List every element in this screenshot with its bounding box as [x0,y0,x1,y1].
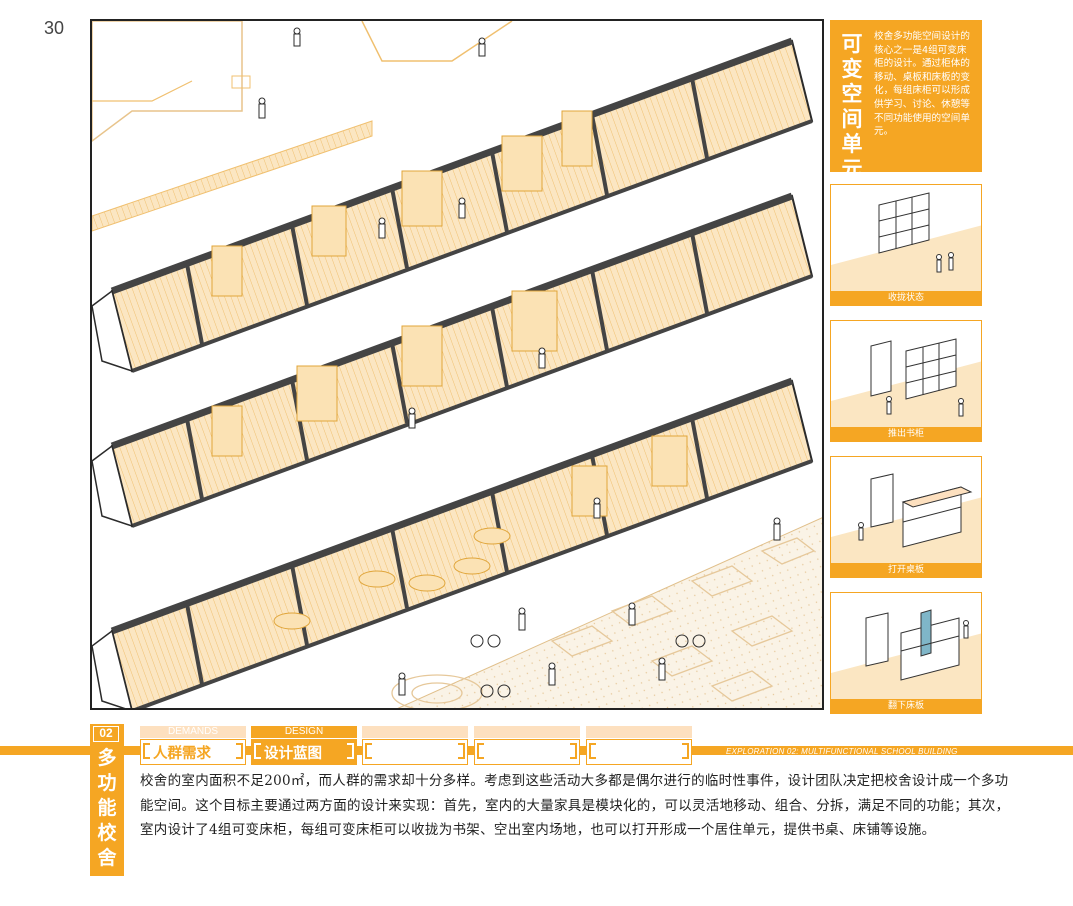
tab-empty-5[interactable] [586,739,692,765]
tab-empty-3[interactable] [362,739,468,765]
bicycles [470,634,706,698]
bracket-right [236,743,243,759]
isometric-illustration [90,19,824,710]
concept-title: 可变空间单元 [841,32,863,181]
panel-desk-diagram [831,473,981,565]
bracket-right [570,743,577,759]
concept-text: 校舍多功能空间设计的核心之一是4组可变床柜的设计。通过柜体的移动、桌板和床板的变… [874,31,970,138]
bracket-left [365,743,372,759]
site-context-top [92,21,513,232]
building-slice-bottom [92,377,814,708]
tab-design-label: 设计蓝图 [264,746,322,762]
page-number: 30 [44,18,65,38]
bracket-right [458,743,465,759]
panel-caption-collapsed: 收拢状态 [831,291,981,305]
building-slice-middle [92,192,814,528]
plaza [391,517,822,708]
section-badge: 02 多功能校舍 [90,724,124,876]
tab-demands[interactable]: 人群需求 [140,739,246,765]
panel-caption-desk: 打开桌板 [831,563,981,577]
series-label: EXPLORATION 02: MULTIFUNCTIONAL SCHOOL B… [726,747,958,756]
body-paragraph: 校舍的室内面积不足200㎡，而人群的需求却十分多样。考虑到这些活动大多都是偶尔进… [140,773,1010,838]
panel-caption-bookcase: 推出书柜 [831,427,981,441]
bracket-left [143,743,150,759]
panel-bookcase: 推出书柜 [830,320,982,442]
section-number: 02 [93,726,119,742]
tab-design[interactable]: 设计蓝图 [251,739,357,765]
panel-caption-bed: 翻下床板 [831,699,981,713]
people-figures [258,27,781,696]
panel-desk: 打开桌板 [830,456,982,578]
isometric-drawing-svg [92,21,822,708]
tab-demands-label: 人群需求 [153,746,211,762]
tab-empty-en-5[interactable] [586,726,692,738]
tab-demands-en[interactable]: DEMANDS [140,726,246,738]
tab-empty-en-3[interactable] [362,726,468,738]
panel-bookcase-diagram [831,338,981,429]
panel-collapsed: 收拢状态 [830,184,982,306]
tab-empty-en-4[interactable] [474,726,580,738]
concept-box: 可变空间单元 校舍多功能空间设计的核心之一是4组可变床柜的设计。通过柜体的移动、… [830,20,982,181]
panel-collapsed-diagram [831,192,981,293]
section-title: 多功能校舍 [97,747,117,869]
panel-bed-diagram [831,609,981,701]
tab-design-en[interactable]: DESIGN [251,726,357,738]
tab-empty-4[interactable] [474,739,580,765]
bracket-right [347,743,354,759]
panel-bed: 翻下床板 [830,592,982,714]
bracket-right [682,743,689,759]
bracket-left [254,743,261,759]
bracket-left [477,743,484,759]
bracket-left [589,743,596,759]
